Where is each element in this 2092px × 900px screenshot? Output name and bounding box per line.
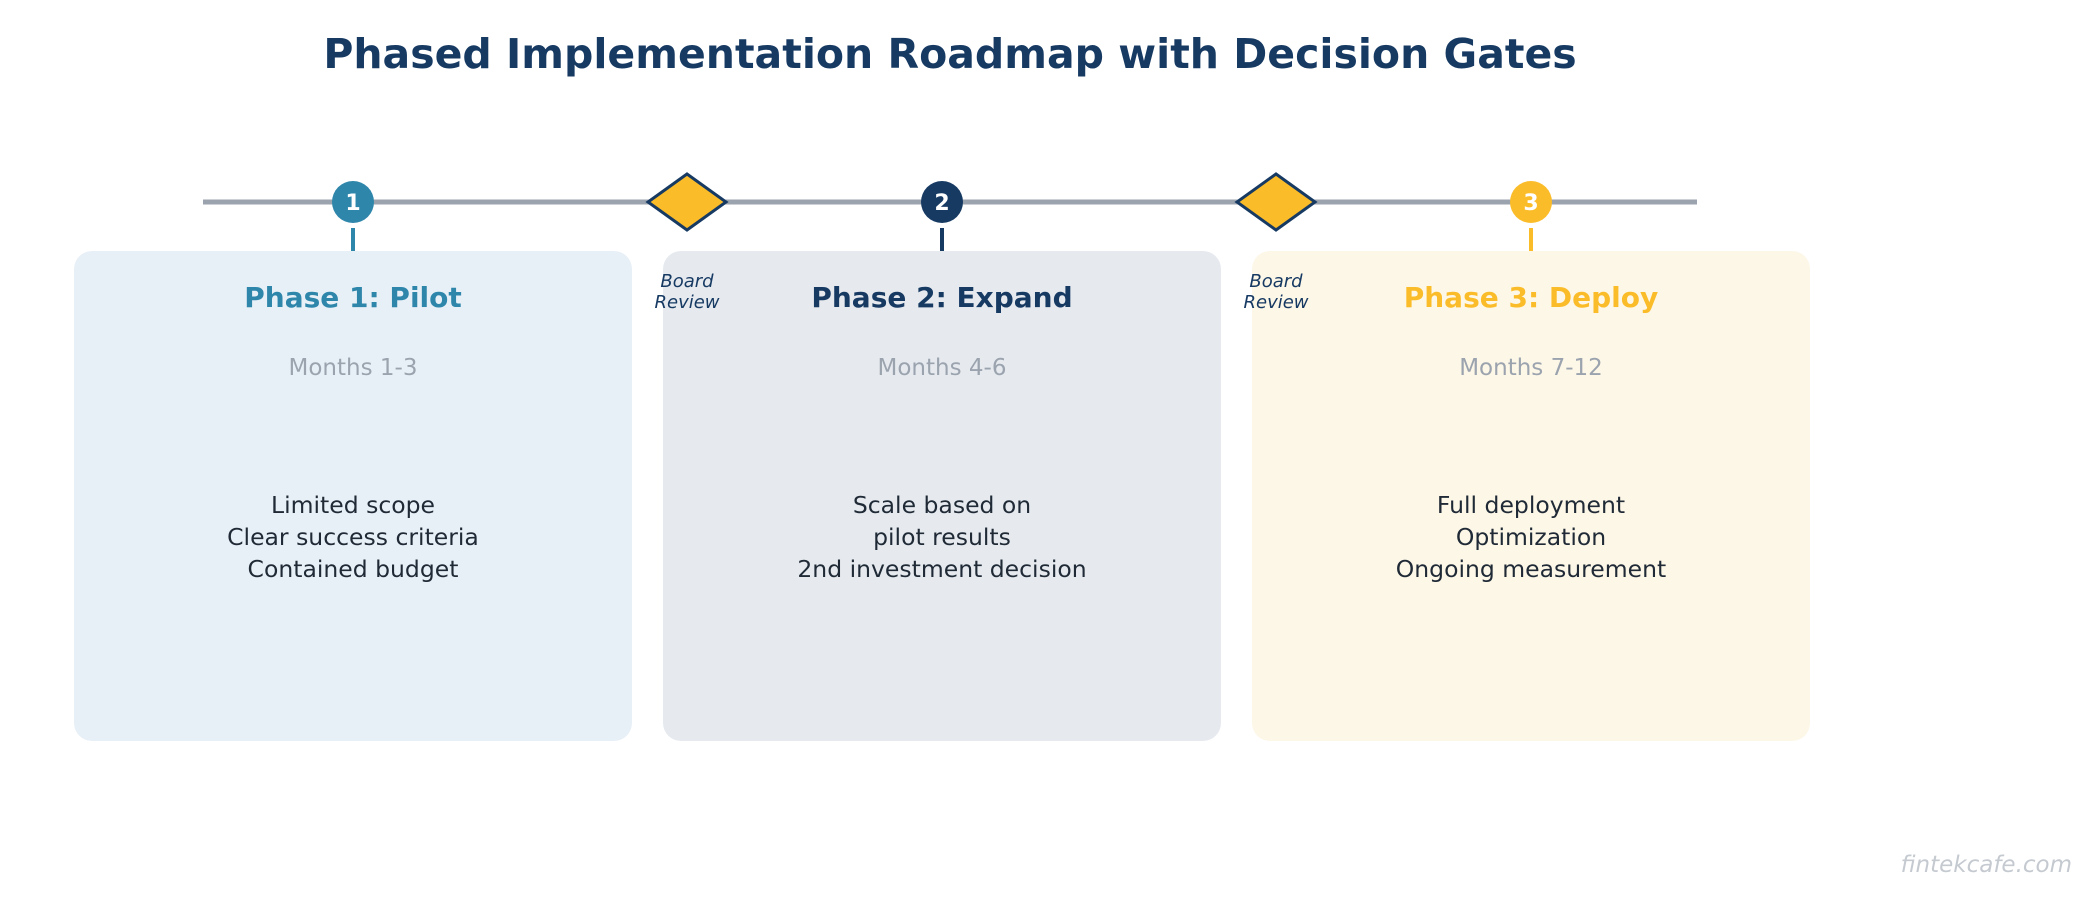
phase-marker-1: 1	[332, 181, 374, 273]
phase-3-details: Full deployment Optimization Ongoing mea…	[1252, 489, 1810, 585]
phase-marker-2: 2	[921, 181, 963, 273]
gate-label-line: Review	[654, 292, 720, 313]
decision-gate-1-diamond	[645, 172, 729, 232]
phase-2-number: 2	[934, 191, 949, 216]
decision-gate-2-diamond	[1234, 172, 1318, 232]
gate-label-line: Board	[1249, 271, 1303, 292]
phase-2-details: Scale based on pilot results 2nd investm…	[663, 489, 1221, 585]
phase-3-card: Phase 3: Deploy Months 7-12 Full deploym…	[1252, 251, 1810, 741]
phase-3-title: Phase 3: Deploy	[1403, 281, 1659, 314]
phase-2-detail: pilot results	[873, 523, 1011, 551]
phase-3-detail: Full deployment	[1436, 491, 1626, 519]
phase-1-title: Phase 1: Pilot	[244, 281, 462, 314]
decision-gate-2-label: Board Review	[1206, 271, 1346, 313]
phase-3-number: 3	[1523, 191, 1538, 216]
watermark: fintekcafe.com	[1900, 852, 2072, 878]
phase-2-circle	[921, 181, 963, 223]
phase-2-title: Phase 2: Expand	[811, 281, 1073, 314]
phase-2-period: Months 4-6	[877, 355, 1007, 381]
phase-1-details: Limited scope Clear success criteria Con…	[74, 489, 632, 585]
phase-3-detail: Optimization	[1455, 523, 1607, 551]
phase-2-detail: Scale based on	[852, 491, 1032, 519]
phase-1-card: Phase 1: Pilot Months 1-3 Limited scope …	[74, 251, 632, 741]
phase-2-detail: 2nd investment decision	[797, 555, 1087, 583]
gate-label-line: Board	[660, 271, 714, 292]
phase-3-detail: Ongoing measurement	[1395, 555, 1667, 583]
phase-1-detail: Clear success criteria	[227, 523, 479, 551]
phase-1-period: Months 1-3	[288, 355, 418, 381]
phase-1-circle	[332, 181, 374, 223]
phase-1-detail: Limited scope	[270, 491, 436, 519]
phase-3-period: Months 7-12	[1459, 355, 1603, 381]
decision-gate-1-label: Board Review	[617, 271, 757, 313]
gate-label-line: Review	[1243, 292, 1309, 313]
phase-3-circle	[1510, 181, 1552, 223]
page-title: Phased Implementation Roadmap with Decis…	[323, 30, 1577, 78]
phase-1-number: 1	[345, 191, 360, 216]
phase-1-detail: Contained budget	[247, 555, 459, 583]
phase-2-card: Phase 2: Expand Months 4-6 Scale based o…	[663, 251, 1221, 741]
